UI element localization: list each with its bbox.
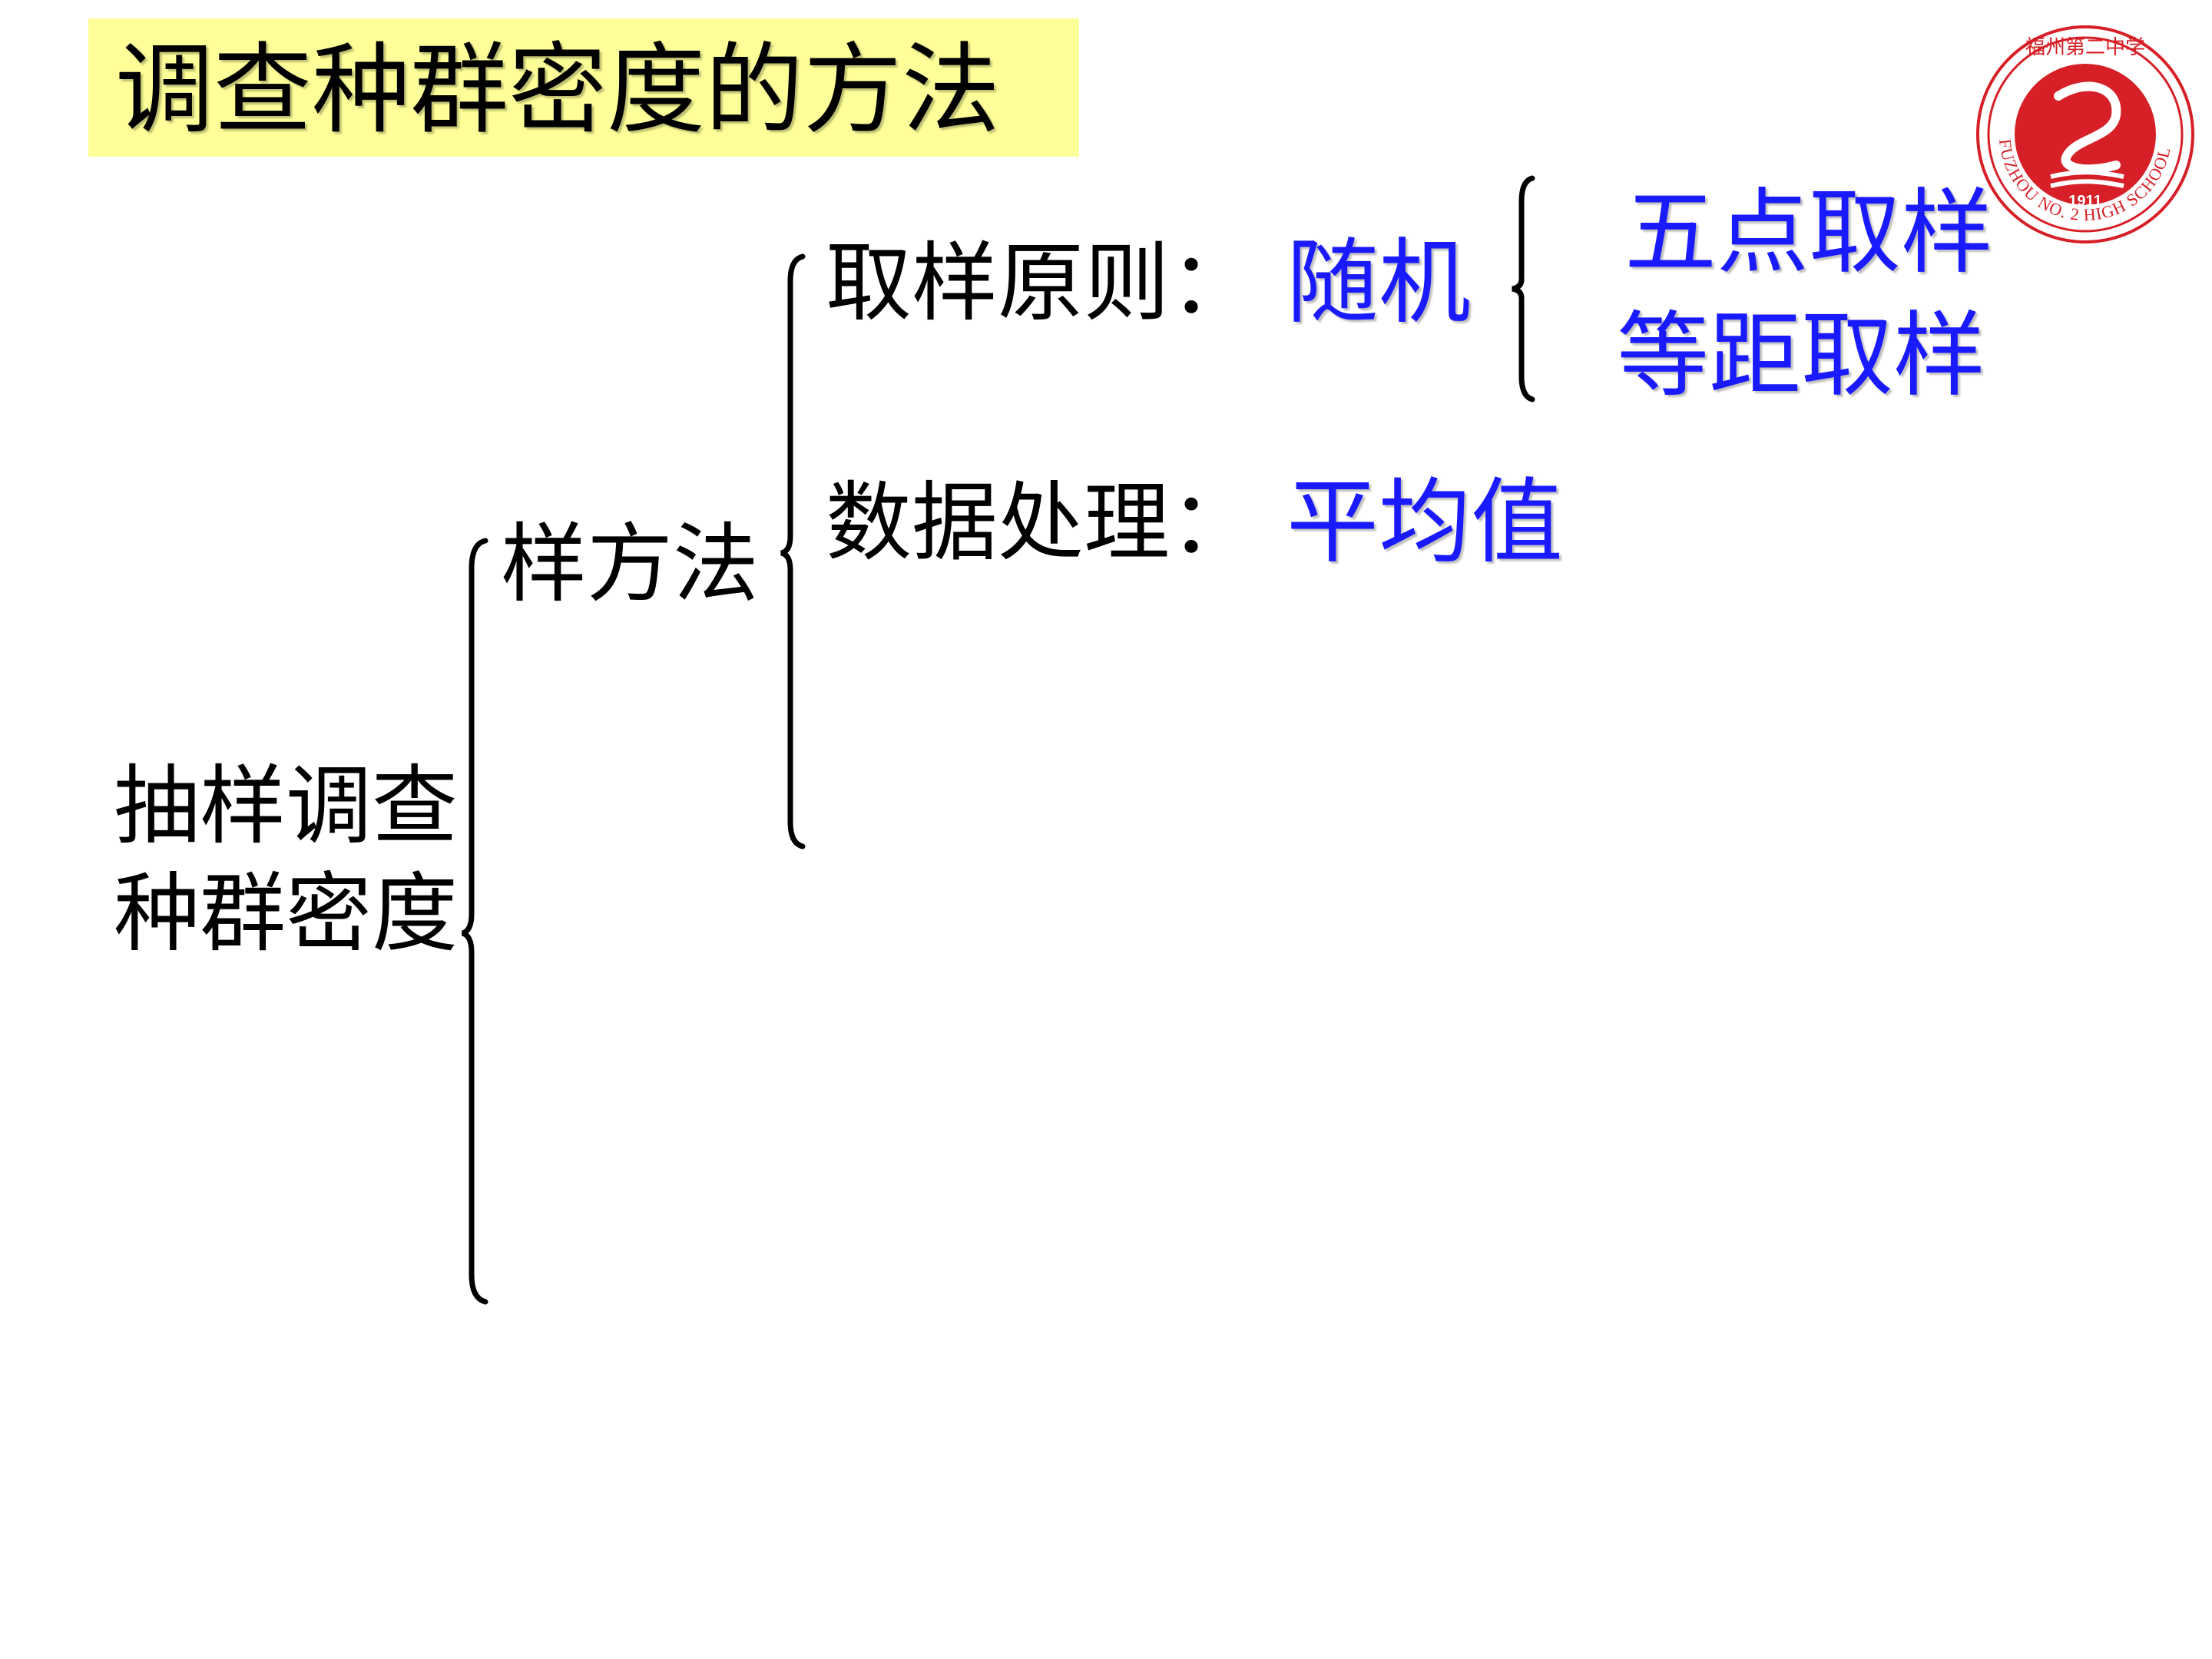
brace-root	[461, 538, 488, 1305]
branch-label-data-processing: 数据处理：	[826, 473, 1256, 573]
root-line-1: 抽样调查	[114, 757, 458, 856]
brace-random	[1512, 175, 1535, 402]
logo-year: 1911	[2068, 193, 2101, 210]
school-logo: 福州第二中学 FUZHOU NO. 2 HIGH SCHOOL 1911	[1976, 25, 2194, 243]
logo-top-text: 福州第二中学	[2025, 36, 2145, 59]
branch-label-sampling-principle: 取样原则：	[826, 233, 1256, 333]
sampling-method-equidistant: 等距取样	[1617, 303, 1985, 409]
branch-value-average: 平均值	[1286, 469, 1563, 576]
brace-method	[780, 253, 806, 849]
logo-emblem-icon	[2050, 81, 2124, 188]
method-node: 样方法	[501, 515, 759, 614]
root-line-2: 种群密度	[114, 864, 458, 964]
sampling-method-five-point: 五点取样	[1624, 180, 1993, 286]
branch-value-random: 随机	[1286, 230, 1471, 336]
page-title: 调查种群密度的方法	[115, 33, 1001, 147]
title-highlight	[88, 18, 1079, 157]
root-node: 抽样调查 种群密度	[114, 753, 458, 968]
